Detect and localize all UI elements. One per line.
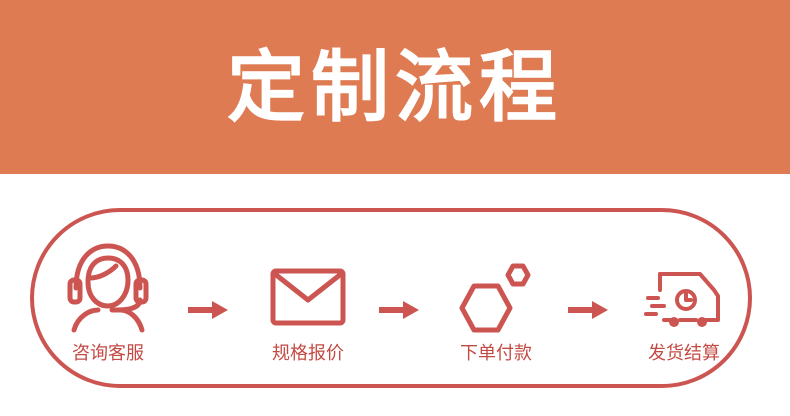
process-frame (30, 208, 752, 388)
arrow-right-icon (188, 301, 228, 319)
delivery-truck-icon (644, 272, 720, 327)
envelope-icon (270, 268, 346, 326)
arrow-right-icon (379, 301, 419, 319)
step-label-delivery: 发货结算 (648, 343, 720, 364)
page-title: 定制流程 (226, 43, 563, 133)
header-banner: 定制流程 (0, 0, 790, 174)
arrow-right-icon (568, 301, 608, 319)
customer-service-icon (67, 243, 149, 333)
step-label-payment: 下单付款 (460, 343, 532, 364)
hexagon-icon (459, 263, 531, 333)
step-label-consult: 咨询客服 (72, 343, 144, 364)
step-label-quote: 规格报价 (272, 343, 344, 364)
